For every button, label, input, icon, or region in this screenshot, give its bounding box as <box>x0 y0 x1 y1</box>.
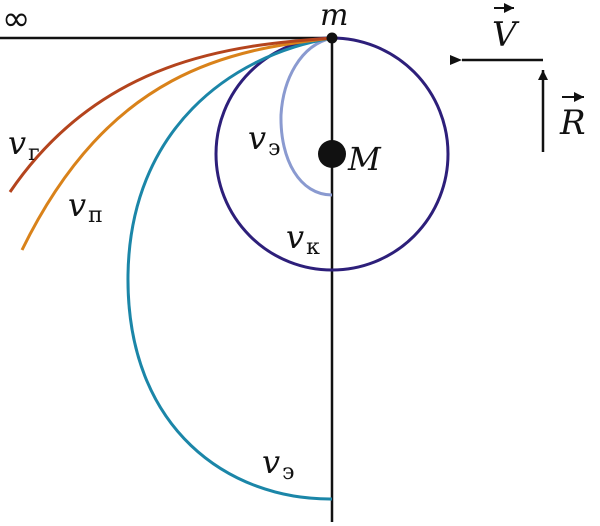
ellipse-orbit-inner <box>279 36 333 197</box>
label-v-ellipse-outer: vэ <box>262 443 294 485</box>
label-v-hyperbolic: vг <box>8 124 40 166</box>
label-v-ellipse-inner: vэ <box>248 119 280 161</box>
label-v-circular: vк <box>286 218 320 260</box>
velocity-vector-label: V <box>492 15 520 55</box>
small-mass-label: m <box>320 0 348 33</box>
ellipse-orbit-outer <box>126 36 333 501</box>
parabolic-trajectory <box>20 36 333 251</box>
radius-vector-label: R <box>559 103 586 143</box>
big-mass-label: M <box>347 140 382 178</box>
big-mass-dot <box>318 140 346 168</box>
infinity-label: ∞ <box>2 0 30 39</box>
hyperbolic-trajectory <box>8 36 333 193</box>
small-mass-dot <box>326 32 338 44</box>
label-v-parabolic: vп <box>68 186 103 228</box>
